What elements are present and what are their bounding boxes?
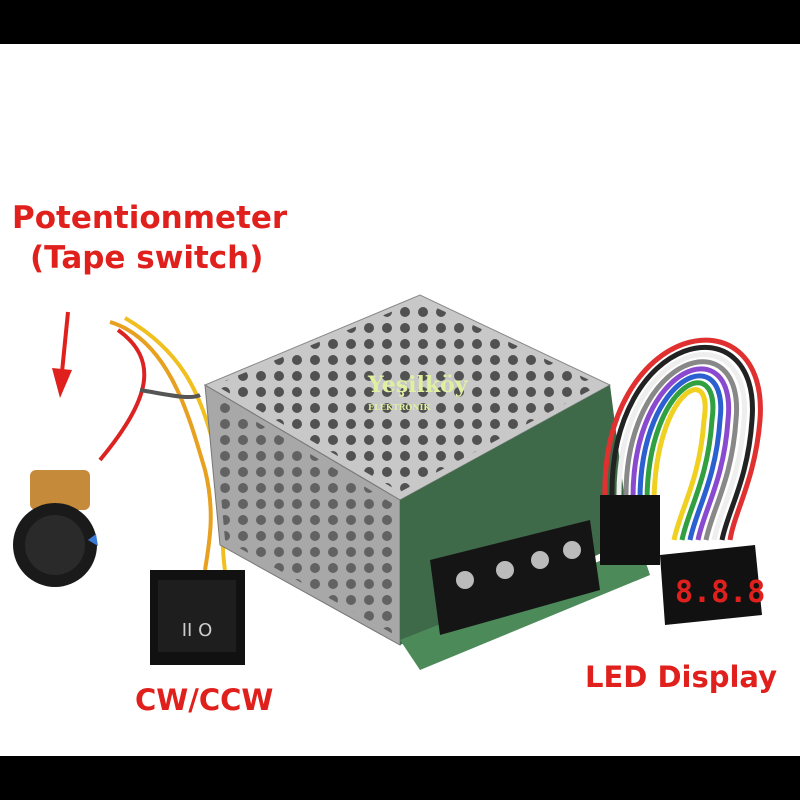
terminal-block	[430, 520, 600, 635]
watermark-line1: Yeşilköy	[367, 372, 469, 398]
potentiometer	[13, 470, 98, 587]
potentiometer-wires	[98, 316, 227, 571]
controller-case	[203, 294, 650, 670]
switch-marks: II O	[182, 620, 213, 641]
arrow-down-icon	[52, 311, 72, 398]
potentiometer-sublabel: (Tape switch)	[30, 240, 264, 276]
potentiometer-label: Potentionmeter	[12, 200, 288, 236]
bottom-black-band	[0, 756, 800, 800]
display-label: LED Display	[585, 660, 778, 694]
connector	[600, 495, 660, 565]
rocker-switch	[150, 570, 245, 665]
top-black-band	[0, 0, 800, 44]
switch-label: CW/CCW	[135, 683, 274, 717]
watermark-line2: ELEKTRONIK	[368, 402, 431, 412]
led-display	[660, 545, 762, 625]
led-readout: 8.8.8	[675, 575, 765, 610]
ribbon-cable	[602, 337, 763, 541]
